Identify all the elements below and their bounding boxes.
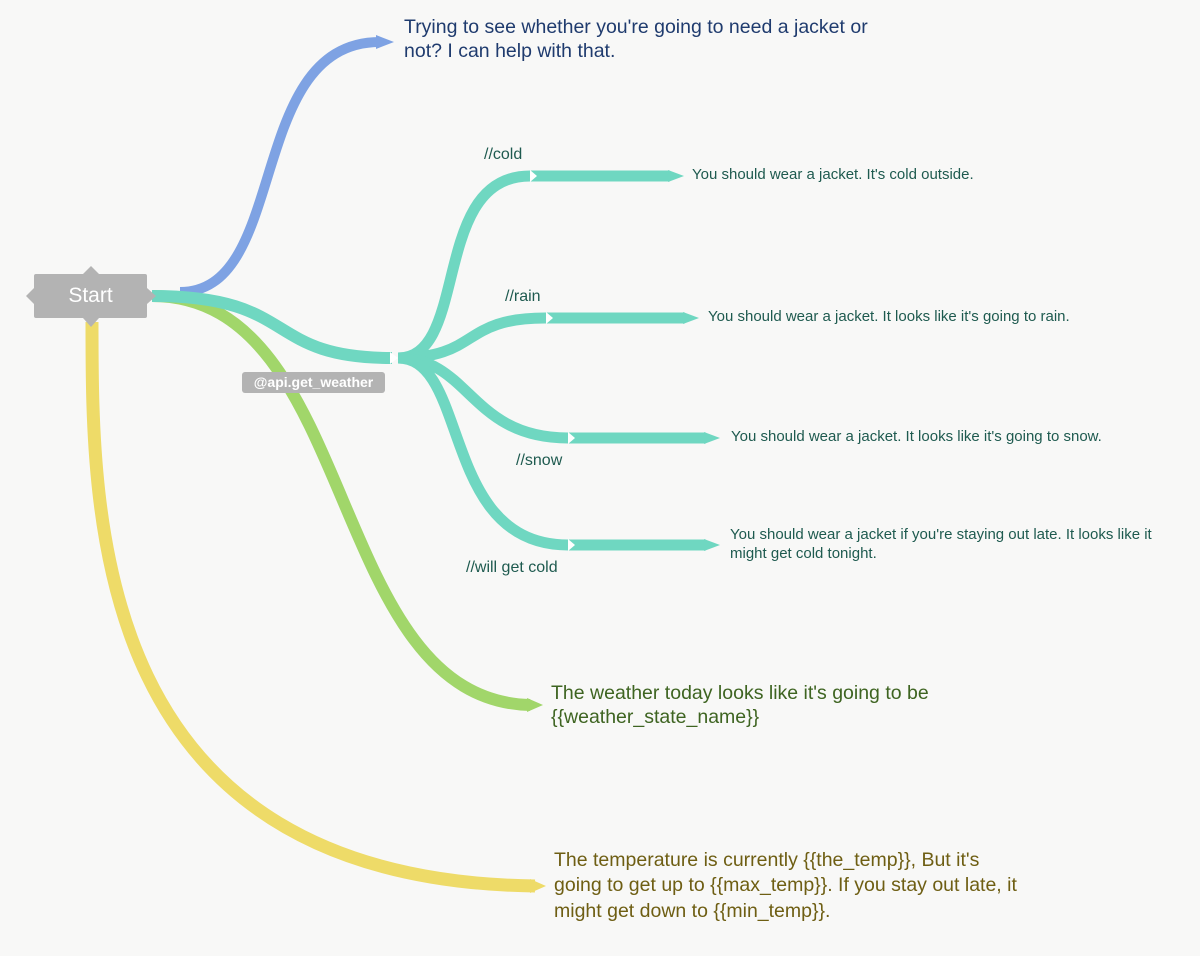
response-will-get-cold[interactable]: You should wear a jacket if you're stayi…	[730, 526, 1152, 562]
intro-message[interactable]: Trying to see whether you're going to ne…	[404, 16, 868, 62]
condition-label-rain: //rain	[505, 288, 541, 305]
branch-late	[397, 352, 706, 551]
start-arrow-right-icon	[147, 288, 156, 304]
arrow-rain	[683, 312, 699, 324]
arrow-snow-mid	[568, 432, 575, 444]
arrow-snow	[704, 432, 720, 444]
branch-cold	[397, 170, 670, 364]
start-arrow-down-icon	[83, 318, 99, 327]
condition-label-cold: //cold	[484, 146, 523, 163]
arrow-api	[390, 352, 398, 364]
condition-label-will-get-cold: //will get cold	[466, 559, 558, 576]
arrow-late-mid	[568, 539, 575, 551]
response-cold[interactable]: You should wear a jacket. It's cold outs…	[692, 166, 974, 183]
branch-api	[151, 290, 393, 364]
arrow-cold-mid	[530, 170, 537, 182]
response-rain[interactable]: You should wear a jacket. It looks like …	[708, 308, 1070, 325]
arrow-weather	[527, 698, 543, 712]
branch-rain	[397, 312, 685, 364]
arrow-temperature	[530, 879, 546, 893]
condition-label-snow: //snow	[516, 452, 563, 469]
arrow-late	[704, 539, 720, 551]
weather-state-message[interactable]: The weather today looks like it's going …	[551, 682, 929, 728]
branch-weather	[151, 290, 531, 711]
branch-temperature	[85, 321, 536, 893]
arrow-rain-mid	[546, 312, 553, 324]
response-snow[interactable]: You should wear a jacket. It looks like …	[731, 428, 1102, 445]
api-call-badge[interactable]: @api.get_weather	[242, 372, 385, 393]
branch-intro	[179, 37, 381, 297]
arrow-cold	[668, 170, 684, 182]
temperature-message[interactable]: The temperature is currently {{the_temp}…	[554, 849, 1017, 922]
arrow-intro	[376, 35, 394, 49]
start-node[interactable]: Start	[26, 266, 147, 318]
